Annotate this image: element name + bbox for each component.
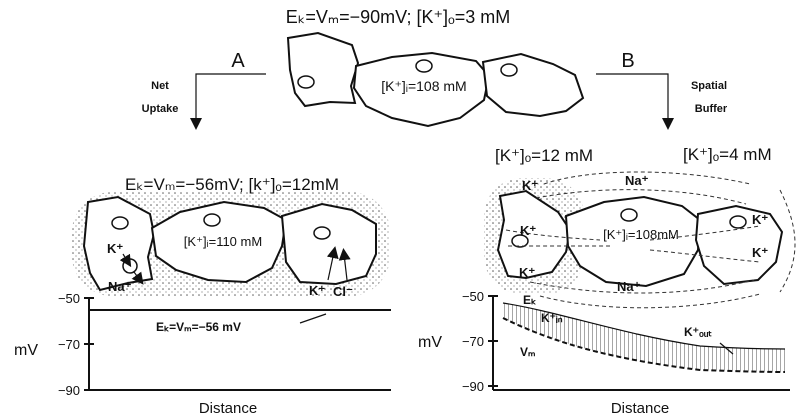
- graph-b-ek-curve: [502, 302, 786, 350]
- graph-a-y-label: mV: [14, 342, 38, 359]
- branch-a-label-line2: Uptake: [142, 103, 179, 115]
- top-cell-right-nucleus: [500, 63, 518, 77]
- graph-a-x-label: Distance: [199, 400, 257, 417]
- top-section: Eₖ=Vₘ=−90mV; [K⁺]ₒ=3 mM [K⁺]ᵢ=108 mM: [286, 7, 585, 128]
- graph-a-tick-label-bottom: −90: [58, 383, 80, 398]
- graph-b-tick-label-bottom: −90: [462, 379, 484, 394]
- panel-b-ion-na-top: Na⁺: [625, 173, 649, 188]
- panel-a-ion-k-left: K⁺: [107, 241, 123, 256]
- panel-a-cell-concentration: [K⁺]ᵢ=110 mM: [184, 234, 262, 249]
- panel-a: Eₖ=Vₘ=−56mV; [k⁺]ₒ=12mM [K⁺]ᵢ=110 mM K⁺ …: [72, 175, 390, 299]
- panel-a-cell-center: [150, 200, 288, 284]
- top-cell-center: [352, 51, 491, 128]
- branch-b-arrow: [596, 73, 674, 130]
- panel-a-nucleus-right: [313, 226, 331, 240]
- branch-a-arrow: [190, 73, 266, 130]
- panel-a-ion-cl: Cl⁻: [333, 284, 353, 299]
- graph-b-kout-label: K⁺ₒᵤₜ: [684, 325, 712, 339]
- panel-b-cell-right: [694, 204, 784, 286]
- graph-b: −50 −70 −90 mV Distance Eₖ K⁺ᵢₙ Vₘ K⁺ₒᵤₜ: [418, 289, 790, 417]
- panel-a-pump-circle: [122, 258, 138, 274]
- graph-a-label-pointer: [299, 313, 327, 324]
- top-cell-left-nucleus: [297, 75, 315, 89]
- panel-b-nucleus-left: [511, 234, 529, 248]
- graph-b-x-label: Distance: [611, 400, 669, 417]
- panel-a-pump: [119, 253, 144, 285]
- graph-a-line-label: Eₖ=Vₘ=−56 mV: [156, 320, 241, 334]
- panel-a-header: Eₖ=Vₘ=−56mV; [k⁺]ₒ=12mM: [125, 175, 339, 194]
- panel-b-ion-k-top: K⁺: [522, 178, 538, 193]
- branch-b-label-line2: Buffer: [695, 103, 728, 115]
- graph-b-vm-label: Vₘ: [520, 345, 535, 359]
- branch-a-letter: A: [231, 50, 245, 72]
- graph-b-tick-label-mid: −70: [462, 334, 484, 349]
- graph-b-ek-label: Eₖ: [523, 293, 537, 307]
- top-header: Eₖ=Vₘ=−90mV; [K⁺]ₒ=3 mM: [286, 7, 511, 27]
- panel-b-nucleus-center: [620, 208, 638, 222]
- panel-a-ion-k-right: K⁺: [309, 283, 325, 298]
- panel-b-nucleus-right: [729, 215, 747, 229]
- panel-a-k-arrow: [326, 246, 339, 281]
- panel-a-cell-right: [280, 202, 377, 286]
- panel-b-current-lines: [505, 171, 796, 309]
- top-cell-right: [481, 52, 585, 118]
- panel-b-ion-k-bottom: K⁺: [519, 265, 535, 280]
- panel-a-ion-na: Na⁺: [108, 279, 132, 294]
- graph-a-tick-label-top: −50: [58, 291, 80, 306]
- graph-b-kout-pointer: [719, 342, 734, 355]
- top-cell-left: [286, 31, 360, 108]
- top-cell-center-nucleus: [415, 59, 433, 73]
- panel-b-ion-k-right-top: K⁺: [752, 212, 768, 227]
- branch-a-label-line1: Net: [151, 80, 169, 92]
- graph-b-vm-curve: [502, 317, 786, 373]
- branch-b-letter: B: [621, 50, 634, 72]
- panel-b-ion-na-bottom: Na⁺: [617, 279, 641, 294]
- panel-b-conc-left: [K⁺]ₒ=12 mM: [495, 146, 593, 165]
- panel-b-ion-k-mid: K⁺: [520, 223, 536, 238]
- graph-b-y-label: mV: [418, 334, 442, 351]
- panel-a-cl-arrow: [338, 248, 351, 281]
- panel-a-nucleus-left: [111, 216, 129, 230]
- graph-b-hatched-region: [503, 303, 785, 372]
- graph-b-tick-label-top: −50: [462, 289, 484, 304]
- panel-a-nucleus-center: [203, 213, 221, 227]
- panel-b: [K⁺]ₒ=12 mM [K⁺]ₒ=4 mM [K⁺]ᵢ=108mM K⁺ Na…: [484, 145, 796, 309]
- graph-a-tick-label-mid: −70: [58, 337, 80, 352]
- graph-b-kin-label: K⁺ᵢₙ: [541, 311, 563, 325]
- panel-b-cell-center: [564, 195, 702, 288]
- panel-b-cell-concentration: [K⁺]ᵢ=108mM: [603, 227, 679, 242]
- top-cell-syncytium: [286, 31, 585, 128]
- top-cell-concentration: [K⁺]ᵢ=108 mM: [381, 78, 466, 94]
- panel-b-ion-k-right-bottom: K⁺: [752, 245, 768, 260]
- graph-a: −50 −70 −90 mV Distance Eₖ=Vₘ=−56 mV: [14, 291, 391, 417]
- panel-b-conc-right: [K⁺]ₒ=4 mM: [683, 145, 772, 164]
- branch-b-label-line1: Spatial: [691, 80, 727, 92]
